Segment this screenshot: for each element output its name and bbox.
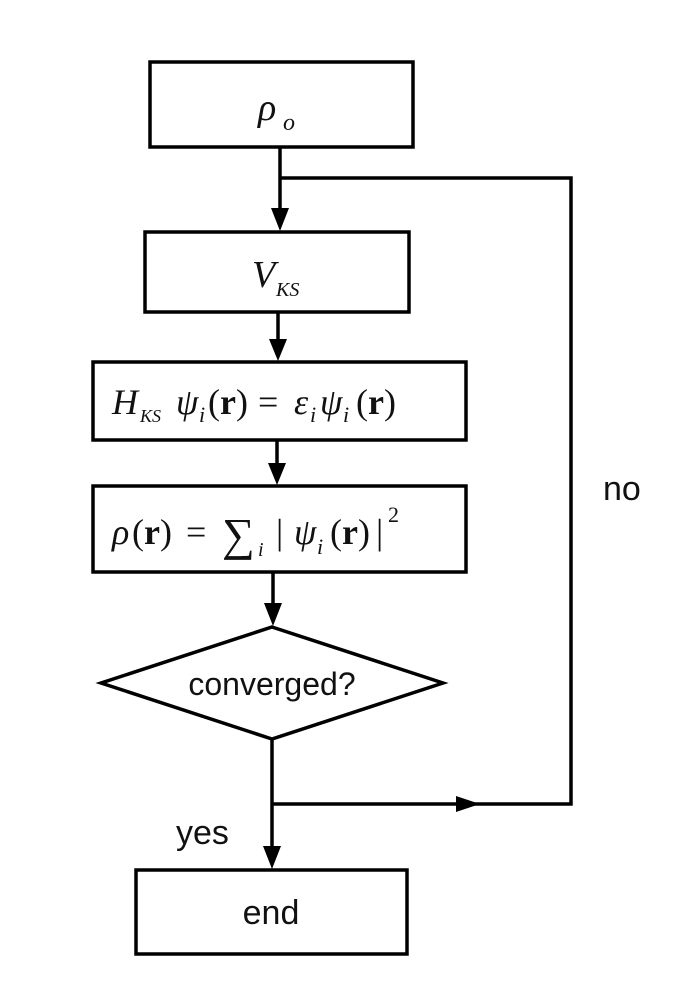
sum-index: i <box>258 539 264 561</box>
rho-symbol-density: ρ <box>111 512 129 552</box>
abs-bar-left: | <box>276 512 283 552</box>
equals-sign: = <box>258 382 278 422</box>
arrow-init-to-potential <box>271 147 289 231</box>
psi-index-right: i <box>343 402 349 427</box>
epsilon-symbol: ε <box>294 382 309 422</box>
arrow-ks-to-density <box>268 440 286 485</box>
equals-sign-density: = <box>186 512 206 552</box>
r-vector-psi: r <box>342 512 358 552</box>
arrow-density-to-decision <box>264 572 282 626</box>
paren-open-density: ( <box>132 512 144 552</box>
arrow-decision-to-end <box>263 739 281 869</box>
density-equation-node: ρ ( r ) = ∑ i | ψ i ( r ) | 2 <box>91 484 468 574</box>
epsilon-index: i <box>310 402 316 427</box>
r-vector-right: r <box>368 382 384 422</box>
v-subscript: KS <box>275 279 299 301</box>
paren-close-density: ) <box>160 512 172 552</box>
rho-symbol: ρ <box>257 87 276 129</box>
rho-subscript: o <box>283 110 295 136</box>
yes-label: yes <box>176 814 229 852</box>
density-equation-text: ρ ( r ) = ∑ i | ψ i ( r ) | 2 <box>111 502 399 564</box>
power-two: 2 <box>388 502 399 527</box>
psi-index-density: i <box>317 534 323 559</box>
h-subscript: KS <box>139 406 161 426</box>
end-label: end <box>243 894 300 932</box>
psi-symbol-density: ψ <box>294 512 317 552</box>
decision-label: converged? <box>188 666 355 702</box>
v-symbol: V <box>252 254 279 296</box>
psi-index-left: i <box>199 402 205 427</box>
feedback-loop-no <box>272 176 573 812</box>
paren-close-psi: ) <box>358 512 370 552</box>
kohn-sham-equation-node: H KS ψ i ( r ) = ε i ψ i ( r ) <box>91 360 468 442</box>
psi-symbol-right: ψ <box>320 382 343 422</box>
arrow-potential-to-ks <box>269 312 287 361</box>
ks-equation-text: H KS ψ i ( r ) = ε i ψ i ( r ) <box>111 382 396 430</box>
paren-open-psi: ( <box>330 512 342 552</box>
sum-symbol: ∑ <box>222 509 255 560</box>
paren-close-left: ) <box>236 382 248 422</box>
r-vector-left: r <box>220 382 236 422</box>
paren-open-right: ( <box>356 382 368 422</box>
convergence-decision-node: converged? <box>95 625 449 741</box>
initial-density-node: ρ o <box>148 60 415 149</box>
r-vector-density: r <box>144 512 160 552</box>
abs-bar-right: | <box>376 512 383 552</box>
potential-node: V KS <box>143 230 411 314</box>
no-label: no <box>603 470 641 508</box>
paren-close-right: ) <box>384 382 396 422</box>
h-symbol: H <box>111 382 140 422</box>
paren-open-left: ( <box>208 382 220 422</box>
end-node: end <box>134 868 409 956</box>
psi-symbol-left: ψ <box>176 382 199 422</box>
